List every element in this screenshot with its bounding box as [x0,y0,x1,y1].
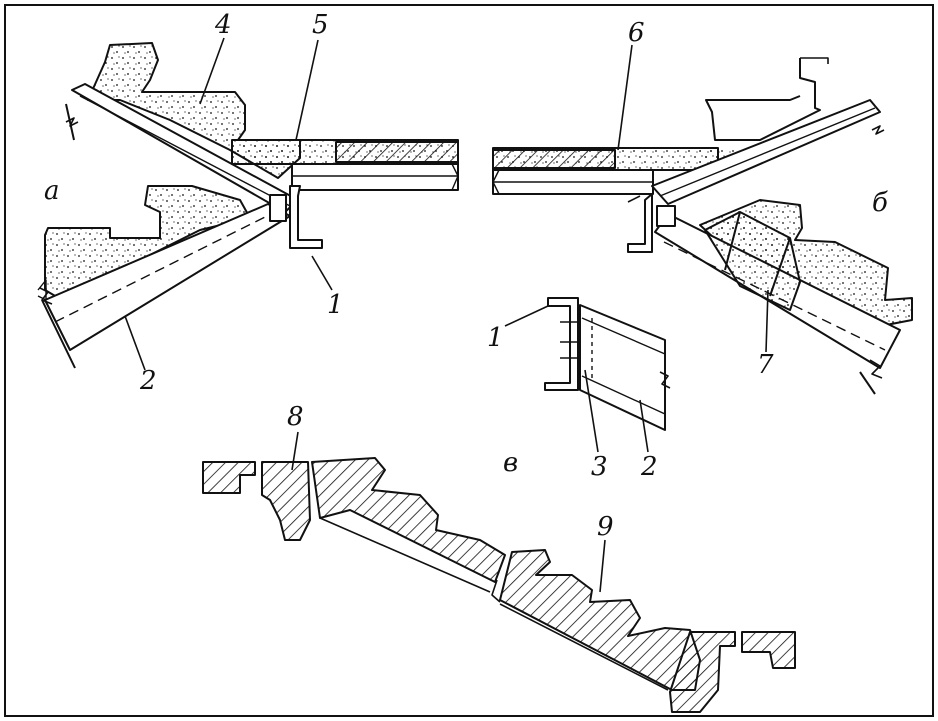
bottom-landing-block [669,631,736,713]
figure-border [4,4,934,717]
leader-lines [124,37,769,593]
panel-label-a: а [44,176,60,206]
callout-9: 9 [597,512,614,542]
channel-detail [544,297,579,391]
callout-4: 4 [215,10,232,40]
callout-3: 3 [591,452,608,482]
channel-support-left [289,185,323,249]
stringer-detail [579,304,666,431]
panel-v-detail [544,297,671,431]
panel-b-drawing [492,57,913,395]
callout-6: 6 [628,18,645,48]
callout-8: 8 [287,402,304,432]
callout-5: 5 [312,10,329,40]
channel-support-right [627,193,653,253]
callout-1-left: 1 [327,290,344,320]
callout-1-detail: 1 [487,323,504,353]
callout-2-detail: 2 [641,452,658,482]
callout-7: 7 [757,350,774,380]
panel-label-b: б [872,188,888,218]
top-landing-block [202,461,256,494]
panel-label-v: в [503,448,519,478]
landing-beam-left [291,163,459,191]
panel-a-drawing [37,42,459,369]
upper-steps-right [705,58,821,141]
precast-stair-flight [202,457,796,713]
upper-flight-segment [311,457,506,583]
callout-2-left: 2 [140,366,157,396]
